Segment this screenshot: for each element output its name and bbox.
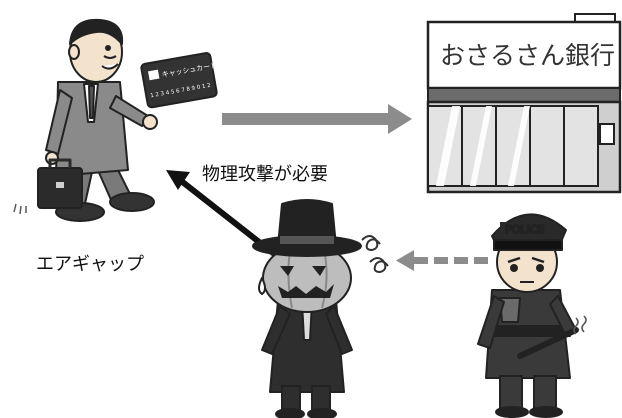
businessman-figure xyxy=(37,18,158,222)
physical-attack-label: 物理攻撃が必要 xyxy=(202,164,328,185)
briefcase xyxy=(37,158,83,209)
transfer-arrow xyxy=(222,104,412,134)
police-cap-text: POLICE xyxy=(505,223,544,236)
dashed-arrow xyxy=(396,250,488,271)
motion-marks xyxy=(13,203,27,215)
pumpkin-character xyxy=(252,199,389,418)
bank-name: おさるさん銀行 xyxy=(440,41,615,70)
police-officer: POLICE xyxy=(477,213,587,418)
cash-card: キャッシュカード 1 2 3 4 5 6 7 8 9 0 1 2 xyxy=(140,52,218,109)
bank-sign xyxy=(426,20,622,90)
bank-building: おさるさん銀行 xyxy=(426,13,622,194)
bank-roof xyxy=(427,87,621,103)
air-gap-label: エアギャップ xyxy=(36,254,144,275)
